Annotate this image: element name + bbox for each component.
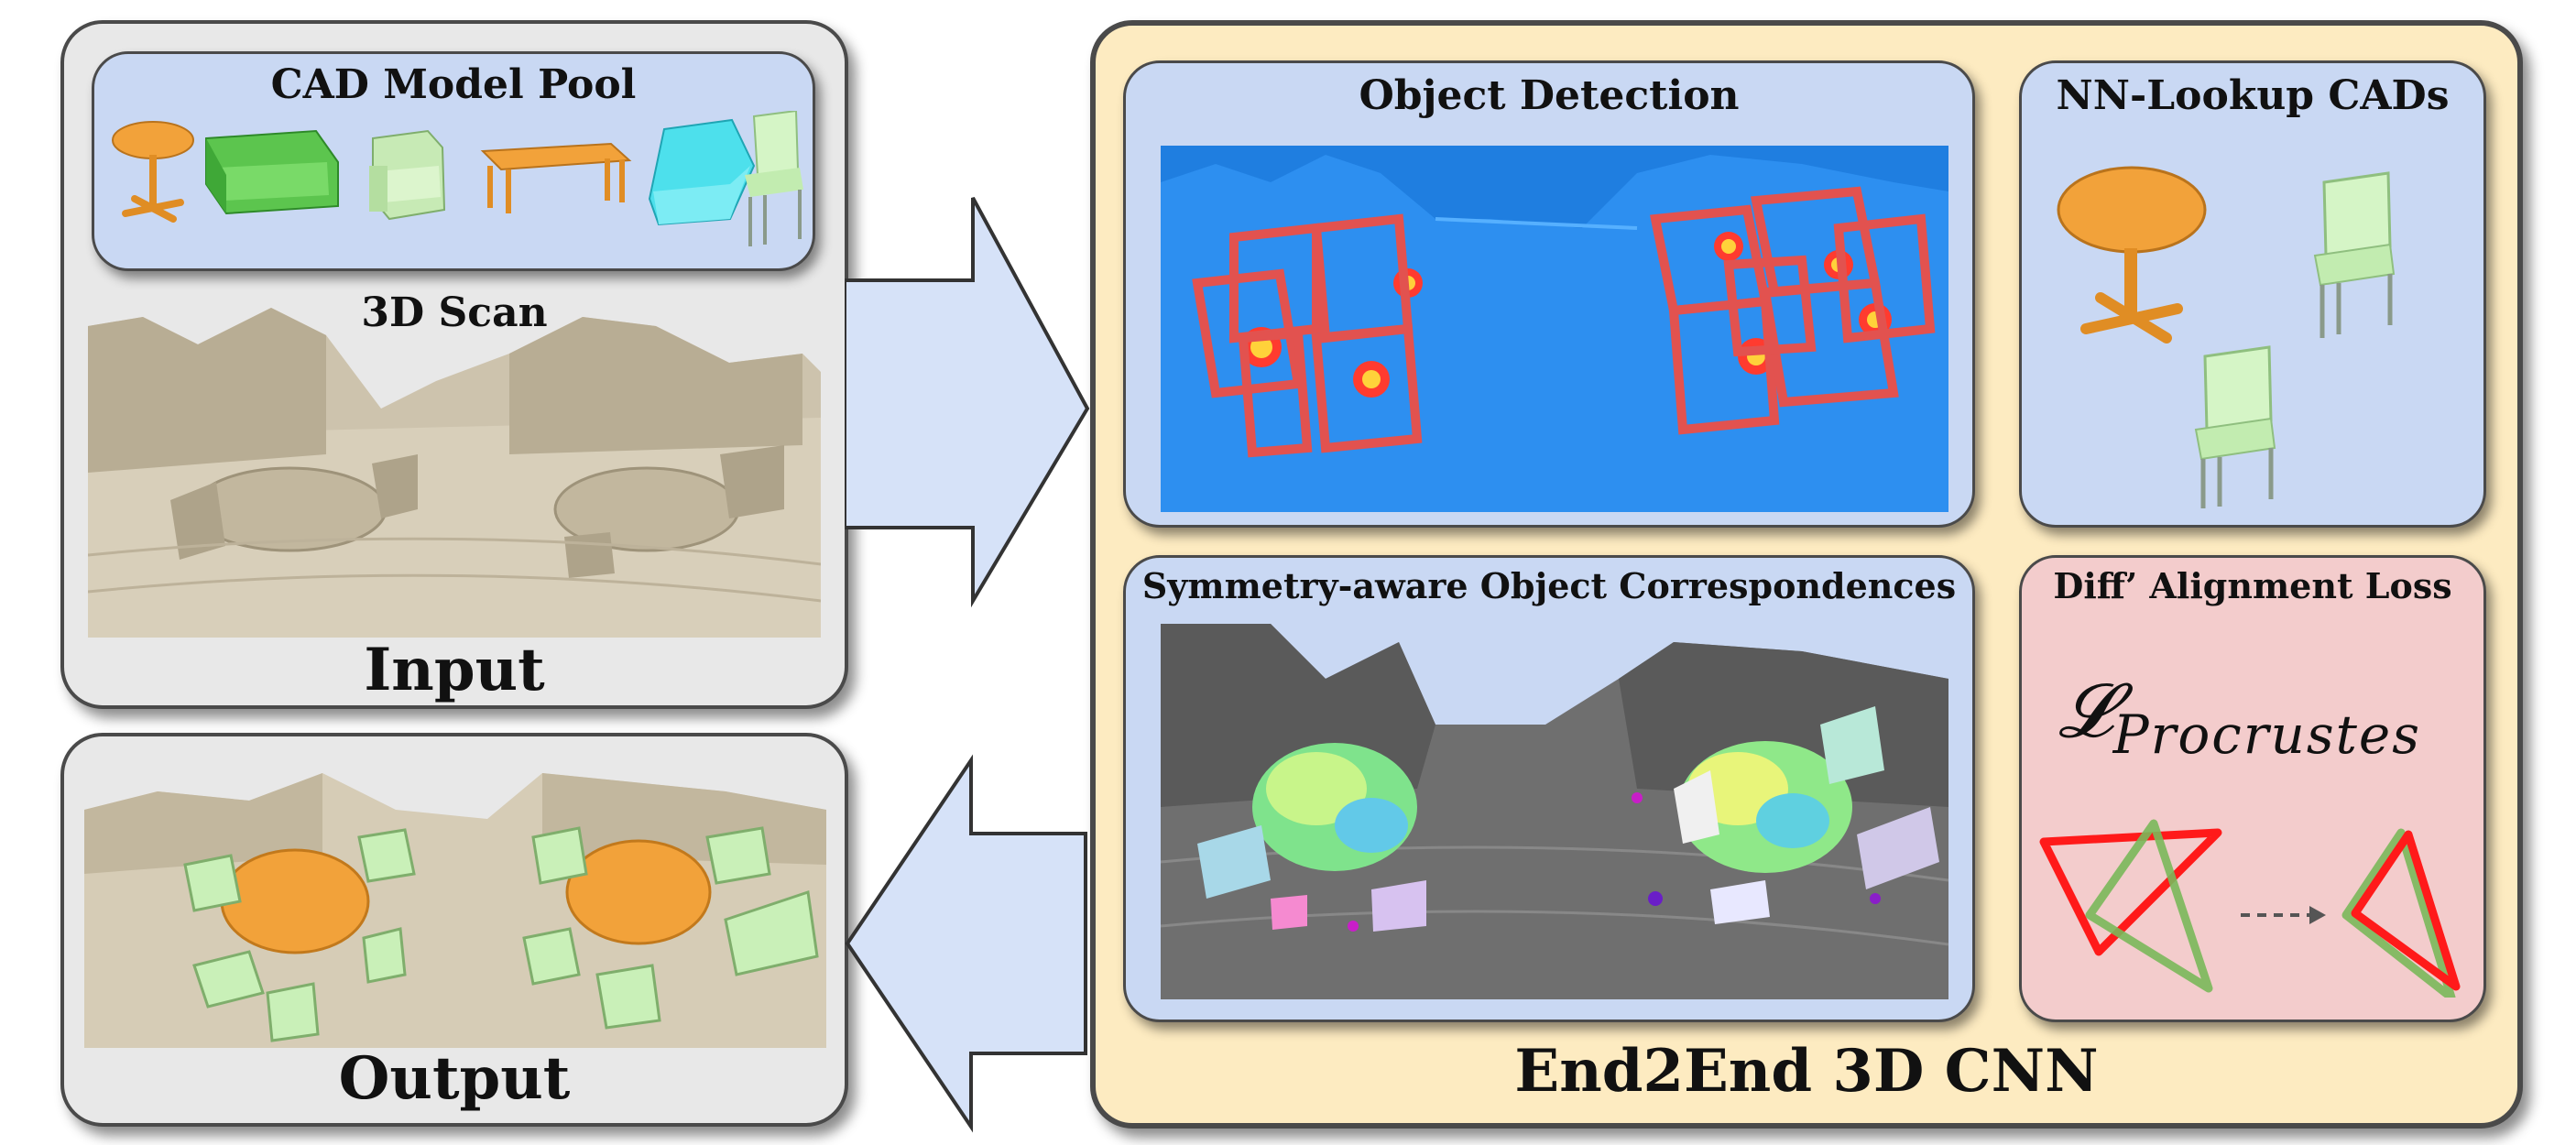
cnn-panel: Object Detection [1090,20,2523,1129]
scan-title: 3D Scan [361,289,548,336]
detection-bounding-boxes [1192,186,1936,458]
cad-round-table-icon [112,121,194,223]
object-detection-title: Object Detection [1359,72,1740,119]
cad-model-pool-box: CAD Model Pool [92,51,815,271]
cad-side-chair-icon [745,111,803,246]
loss-symbol: 𝓛 [2058,668,2113,755]
alignment-triangles-diagram [2039,819,2461,998]
lookup-table-icon [2057,166,2207,344]
output-panel: Output [60,733,848,1127]
input-panel: CAD Model Pool [60,20,848,709]
nn-lookup-cads-image [2057,166,2396,508]
procrustes-loss-formula: 𝓛Procrustes [2058,668,2421,766]
alignment-loss-title: Diff’ Alignment Loss [2053,565,2452,606]
cad-coffee-table-icon [480,142,632,213]
nn-lookup-box: NN-Lookup CADs [2019,60,2486,528]
correspondences-image [1161,624,1948,999]
input-scan-image [88,299,821,638]
output-scene-image [84,755,826,1048]
input-label: Input [364,636,545,704]
loss-subscript: Procrustes [2112,703,2422,766]
cad-model-pool-title: CAD Model Pool [270,61,637,108]
cnn-label: End2End 3D CNN [1514,1037,2099,1106]
correspondences-title: Symmetry-aware Object Correspondences [1141,565,1957,606]
cnn-to-output-arrow [845,754,1087,1133]
cad-models-strip [112,111,803,246]
alignment-loss-box: Diff’ Alignment Loss 𝓛Procrustes [2019,555,2486,1022]
output-label: Output [338,1044,571,1113]
object-detection-image [1161,146,1948,512]
cad-armchair-icon [369,129,446,221]
correspondences-box: Symmetry-aware Object Correspondences [1123,555,1975,1022]
cad-cyan-chair-icon [648,118,756,226]
input-to-cnn-arrow [845,197,1090,608]
lookup-chair-icon-2 [2194,345,2276,508]
lookup-chair-icon-1 [2313,171,2396,338]
nn-lookup-title: NN-Lookup CADs [2056,72,2450,119]
cad-sofa-icon [205,129,339,215]
object-detection-box: Object Detection [1123,60,1975,528]
correspondence-objects [1197,706,1939,932]
